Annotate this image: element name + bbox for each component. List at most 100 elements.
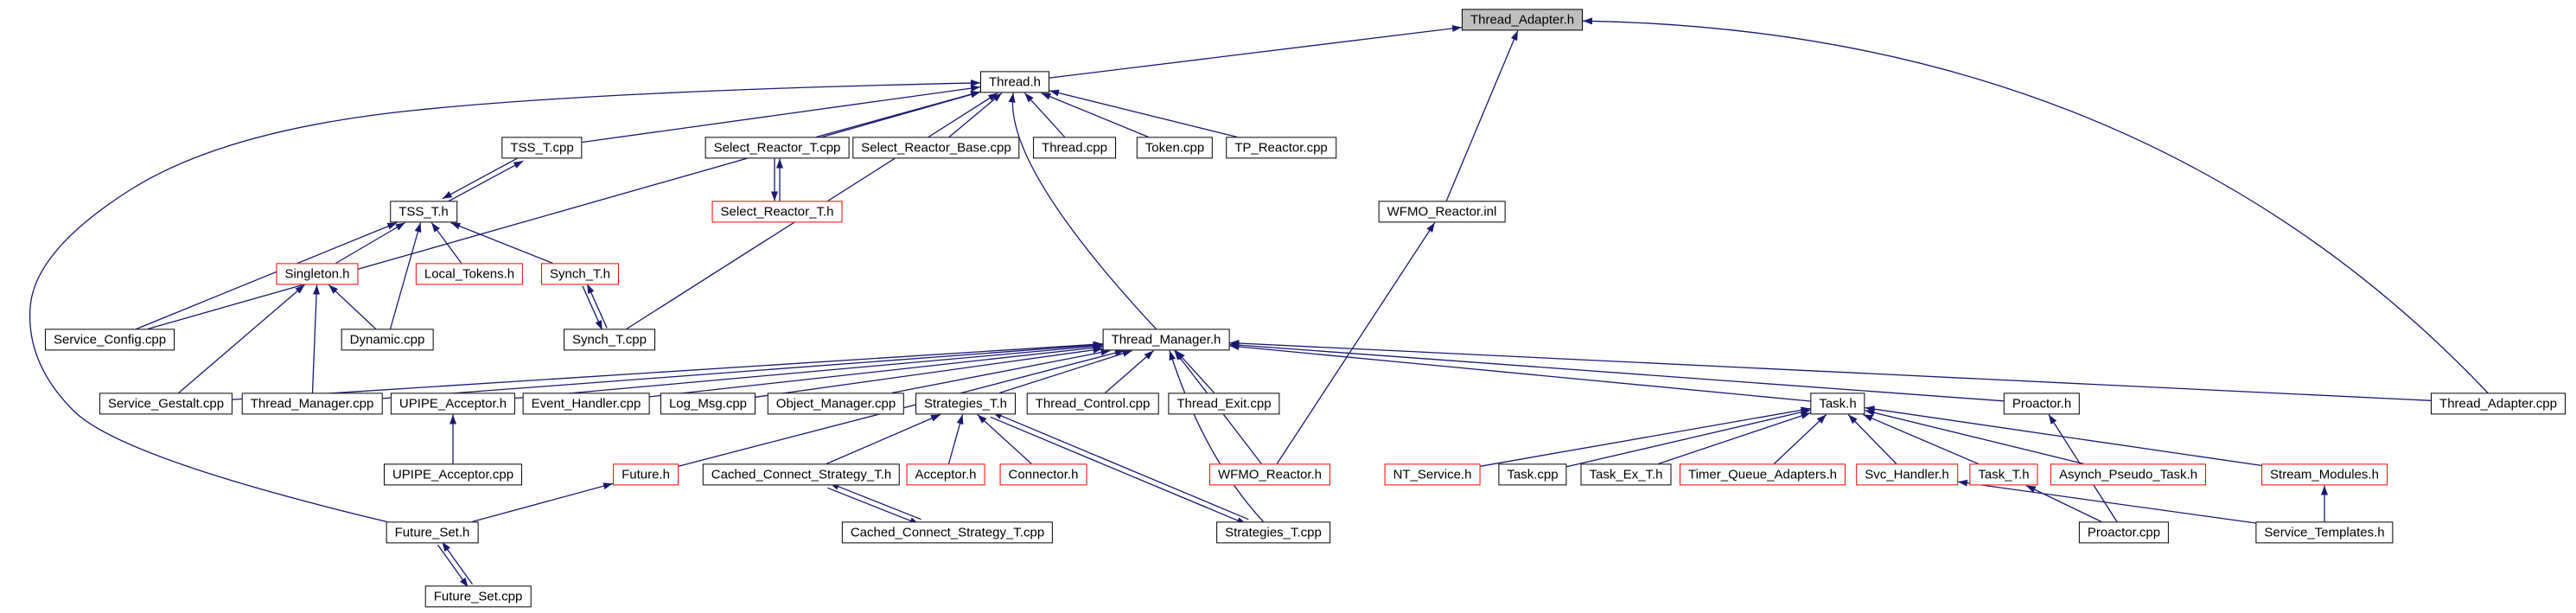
edge-tss-t-h-to-tss-t-cpp-reverse: [442, 156, 521, 200]
edge-cached-connect-strategy-t-cpp-to-cached-connect-strategy-t-h-reverse: [827, 487, 920, 525]
node-wfmo-reactor-inl[interactable]: WFMO_Reactor.inl: [1378, 201, 1506, 223]
node-event-handler-cpp[interactable]: Event_Handler.cpp: [522, 393, 650, 415]
edge-cached-connect-strategy-t-h-to-strategies-t-h: [826, 413, 941, 465]
node-strategies-t-h[interactable]: Strategies_T.h: [915, 393, 1016, 415]
edge-task-ex-t-h-to-task-h: [1658, 412, 1811, 465]
edge-service-gestalt-cpp-to-thread-manager-h: [232, 341, 1103, 400]
node-service-gestalt-cpp[interactable]: Service_Gestalt.cpp: [99, 393, 233, 415]
node-thread-h[interactable]: Thread.h: [979, 71, 1050, 93]
node-svc-handler-h[interactable]: Svc_Handler.h: [1856, 463, 1958, 486]
edge-service-config-cpp-to-tss-t-h: [136, 221, 398, 330]
edge-tss-t-h-to-tss-t-cpp: [444, 160, 524, 204]
node-proactor-cpp[interactable]: Proactor.cpp: [2078, 521, 2170, 544]
node-token-cpp[interactable]: Token.cpp: [1136, 137, 1214, 159]
edge-thread-cpp-to-thread-h: [1023, 93, 1066, 137]
edge-select-reactor-base-cpp-to-thread-h: [948, 93, 1003, 137]
edge-log-msg-cpp-to-thread-manager-h: [755, 346, 1103, 398]
edge-strategies-t-cpp-to-thread-manager-h: [1169, 350, 1264, 522]
node-thread-cpp[interactable]: Thread.cpp: [1033, 137, 1116, 159]
node-wfmo-reactor-h[interactable]: WFMO_Reactor.h: [1208, 463, 1331, 486]
edge-proactor-cpp-to-task-t-h: [2025, 484, 2102, 523]
edge-local-tokens-h-to-tss-t-h: [430, 222, 462, 264]
edge-synch-t-h-to-tss-t-h: [450, 221, 553, 265]
edge-cached-connect-strategy-t-cpp-to-cached-connect-strategy-t-h: [829, 482, 921, 520]
edge-thread-adapter-cpp-to-thread-adapter-h: [1582, 17, 2489, 393]
edge-thread-exit-cpp-to-thread-manager-h: [1175, 350, 1215, 393]
edge-token-cpp-to-thread-h: [1041, 92, 1149, 138]
edge-service-config-cpp-to-thread-h: [147, 91, 981, 330]
edge-wfmo-reactor-inl-to-thread-adapter-h: [1445, 30, 1519, 201]
node-strategies-t-cpp[interactable]: Strategies_T.cpp: [1216, 521, 1330, 544]
edge-asynch-pseudo-task-h-to-task-h: [1865, 409, 2084, 465]
node-nt-service-h[interactable]: NT_Service.h: [1384, 463, 1481, 486]
edge-strategies-t-h-to-thread-manager-h: [999, 349, 1132, 394]
node-local-tokens-h[interactable]: Local_Tokens.h: [415, 263, 524, 285]
node-thread-exit-cpp[interactable]: Thread_Exit.cpp: [1168, 393, 1280, 415]
edge-future-set-cpp-to-future-set-h: [441, 541, 474, 585]
edge-thread-manager-cpp-to-singleton-h: [311, 284, 321, 393]
edge-task-h-to-thread-manager-h: [1229, 343, 1811, 402]
node-proactor-h[interactable]: Proactor.h: [2003, 393, 2081, 415]
node-connector-h[interactable]: Connector.h: [999, 463, 1087, 486]
edge-future-set-h-to-future-h: [471, 482, 614, 523]
node-service-config-cpp[interactable]: Service_Config.cpp: [44, 329, 175, 351]
node-task-cpp[interactable]: Task.cpp: [1498, 463, 1567, 486]
edge-acceptor-h-to-strategies-t-h: [947, 414, 964, 464]
node-select-reactor-t-h[interactable]: Select_Reactor_T.h: [711, 201, 843, 223]
edge-thread-h-to-thread-adapter-h: [1049, 24, 1463, 79]
node-task-ex-t-h[interactable]: Task_Ex_T.h: [1580, 463, 1672, 486]
node-cached-connect-strategy-t-cpp[interactable]: Cached_Connect_Strategy_T.cpp: [841, 521, 1054, 544]
node-thread-manager-cpp[interactable]: Thread_Manager.cpp: [241, 393, 383, 415]
node-future-h[interactable]: Future.h: [613, 463, 679, 486]
edge-timer-queue-adapters-h-to-task-h: [1773, 414, 1827, 464]
edge-thread-adapter-cpp-to-thread-manager-h: [1229, 340, 2432, 401]
edge-service-gestalt-cpp-to-singleton-h: [178, 284, 305, 393]
node-asynch-pseudo-task-h[interactable]: Asynch_Pseudo_Task.h: [2050, 463, 2207, 486]
node-task-t-h[interactable]: Task_T.h: [1969, 463, 2038, 486]
node-upipe-acceptor-cpp[interactable]: UPIPE_Acceptor.cpp: [383, 463, 523, 486]
edge-connector-h-to-strategies-t-h: [977, 414, 1032, 464]
edge-task-cpp-to-task-h: [1566, 408, 1811, 468]
edge-nt-service-h-to-task-h: [1480, 406, 1811, 467]
edge-dynamic-cpp-to-singleton-h: [328, 284, 377, 329]
node-synch-t-cpp[interactable]: Synch_T.cpp: [564, 329, 655, 351]
edge-future-set-cpp-to-future-set-h-reverse: [437, 544, 469, 588]
edge-upipe-acceptor-h-to-thread-manager-h: [514, 342, 1103, 399]
node-thread-adapter-cpp[interactable]: Thread_Adapter.cpp: [2431, 393, 2566, 415]
node-singleton-h[interactable]: Singleton.h: [276, 263, 359, 285]
node-future-set-h[interactable]: Future_Set.h: [386, 521, 479, 544]
edge-thread-control-cpp-to-thread-manager-h: [1104, 350, 1155, 393]
node-tss-t-h[interactable]: TSS_T.h: [390, 201, 457, 223]
node-cached-connect-strategy-t-h[interactable]: Cached_Connect_Strategy_T.h: [702, 463, 901, 486]
node-log-msg-cpp[interactable]: Log_Msg.cpp: [660, 393, 756, 415]
edge-wfmo-reactor-h-to-wfmo-reactor-inl: [1276, 222, 1436, 464]
edge-dynamic-cpp-to-tss-t-h: [389, 222, 422, 329]
node-thread-adapter-h[interactable]: Thread_Adapter.h: [1461, 9, 1584, 31]
node-thread-control-cpp[interactable]: Thread_Control.cpp: [1026, 393, 1159, 415]
node-upipe-acceptor-h[interactable]: UPIPE_Acceptor.h: [390, 393, 516, 415]
edge-svc-handler-h-to-task-h: [1847, 414, 1897, 464]
node-acceptor-h[interactable]: Acceptor.h: [906, 463, 985, 486]
edge-thread-manager-cpp-to-thread-manager-h: [382, 342, 1103, 399]
node-timer-queue-adapters-h[interactable]: Timer_Queue_Adapters.h: [1679, 463, 1846, 486]
edge-object-manager-cpp-to-thread-manager-h: [891, 348, 1111, 394]
node-stream-modules-h[interactable]: Stream_Modules.h: [2261, 463, 2388, 486]
node-task-h[interactable]: Task.h: [1810, 393, 1865, 415]
edge-thread-manager-h-to-thread-h: [1008, 93, 1157, 329]
node-select-reactor-t-cpp[interactable]: Select_Reactor_T.cpp: [705, 137, 850, 159]
node-dynamic-cpp[interactable]: Dynamic.cpp: [341, 329, 434, 351]
edge-strategies-t-cpp-to-strategies-t-h-reverse: [990, 416, 1247, 525]
node-future-set-cpp[interactable]: Future_Set.cpp: [424, 585, 532, 608]
node-thread-manager-h[interactable]: Thread_Manager.h: [1102, 329, 1230, 351]
node-object-manager-cpp[interactable]: Object_Manager.cpp: [767, 393, 905, 415]
node-service-templates-h[interactable]: Service_Templates.h: [2255, 521, 2394, 544]
node-select-reactor-base-cpp[interactable]: Select_Reactor_Base.cpp: [852, 137, 1020, 159]
node-tss-t-cpp[interactable]: TSS_T.cpp: [501, 137, 583, 159]
edge-strategies-t-cpp-to-strategies-t-h: [992, 412, 1249, 520]
edge-task-t-h-to-task-h: [1863, 413, 1979, 465]
edge-tss-t-cpp-to-thread-h: [582, 85, 981, 144]
node-synch-t-h[interactable]: Synch_T.h: [540, 263, 620, 285]
edge-synch-t-cpp-to-synch-t-h: [586, 284, 608, 329]
node-tp-reactor-cpp[interactable]: TP_Reactor.cpp: [1226, 137, 1336, 159]
